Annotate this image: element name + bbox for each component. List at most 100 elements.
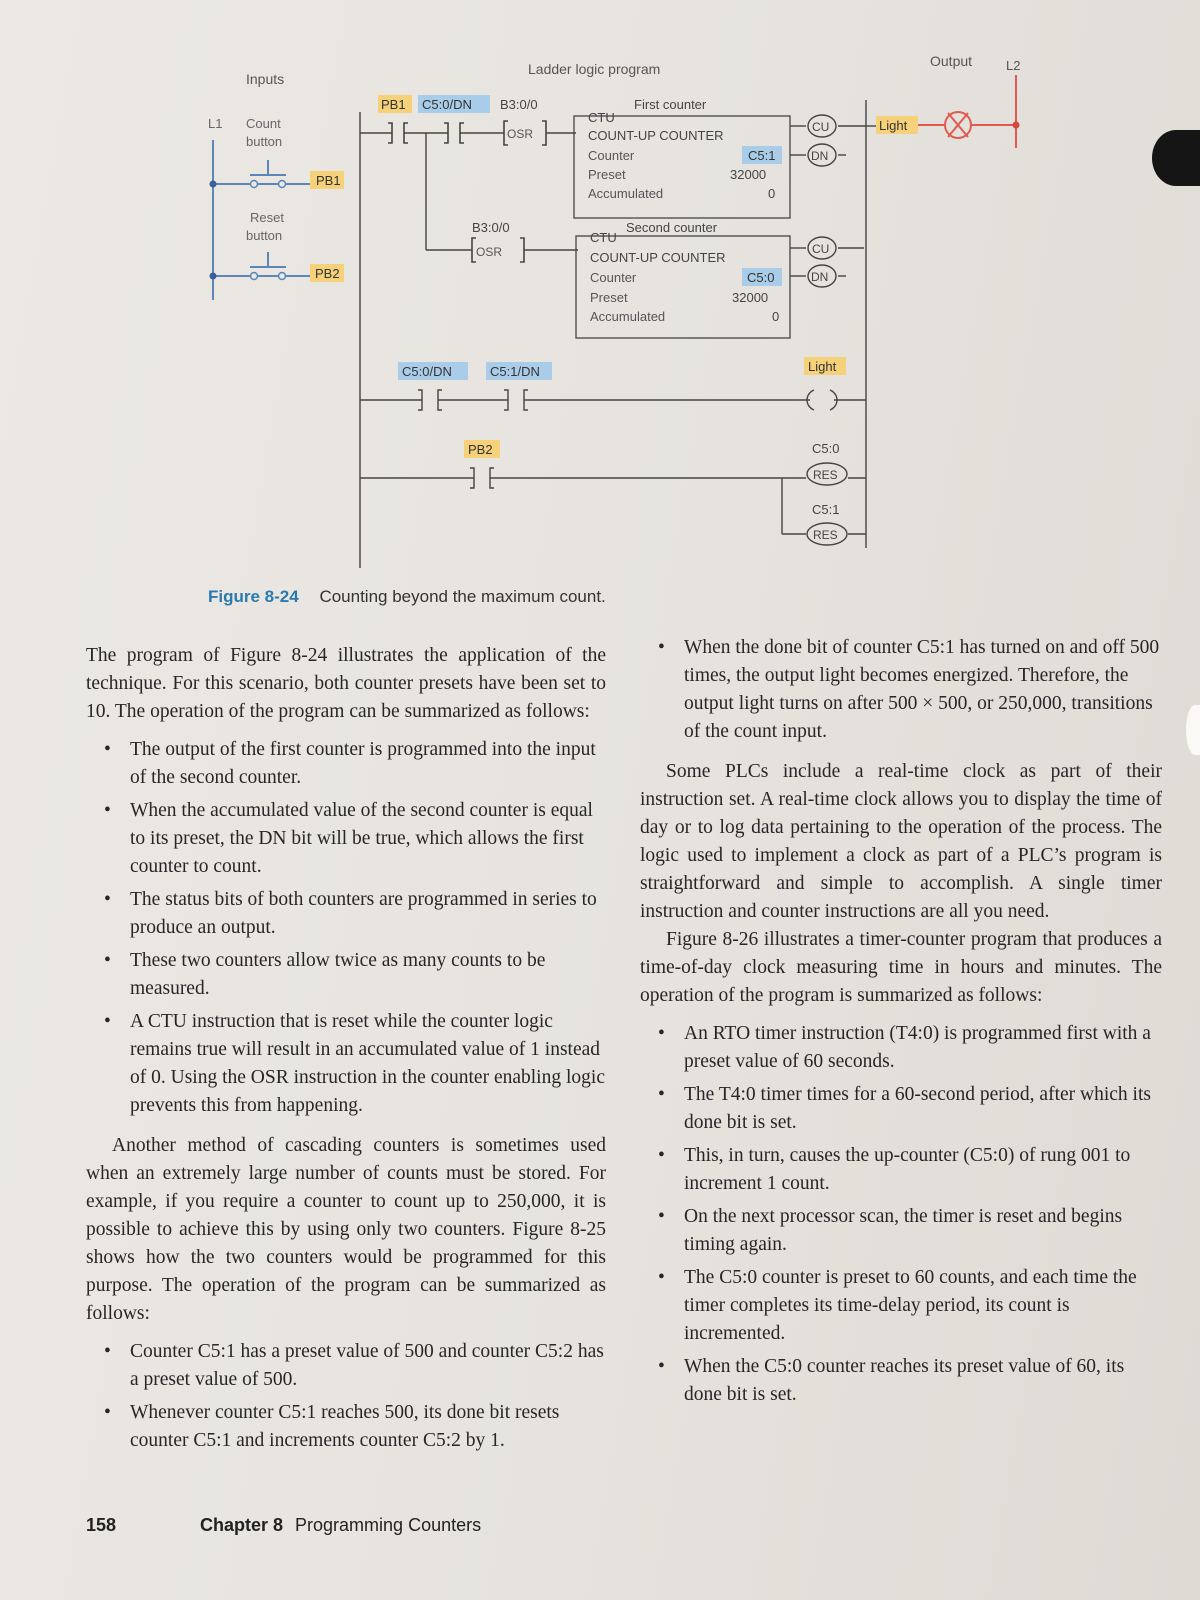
figure-caption: Figure 8-24 Counting beyond the maximum … — [208, 587, 606, 607]
input-terminals — [209, 180, 217, 280]
l2-terminal — [1012, 121, 1020, 129]
counter-label-2: Counter — [590, 270, 637, 285]
preset-label-1: Preset — [588, 167, 626, 182]
rung1-c50dn-tag: C5:0/DN — [422, 97, 472, 112]
rung3-c51dn-tag: C5:1/DN — [490, 364, 540, 379]
rung2-b300-tag: B3:0/0 — [472, 220, 510, 235]
paragraph: Figure 8-26 illustrates a timer-counter … — [640, 929, 1162, 1006]
chapter-title: Programming Counters — [295, 1515, 482, 1535]
list-item: On the next processor scan, the timer is… — [640, 1203, 1162, 1259]
list-item: An RTO timer instruction (T4:0) is progr… — [640, 1020, 1162, 1076]
accum-value-2: 0 — [772, 309, 779, 324]
rung1-c50dn-tag-bg — [418, 95, 490, 113]
l2-label: L2 — [1006, 58, 1020, 73]
bullet-list: The output of the first counter is progr… — [86, 736, 606, 1120]
inputs-label: Inputs — [246, 71, 284, 87]
preset-label-2: Preset — [590, 290, 628, 305]
counter-value-1: C5:1 — [748, 148, 775, 163]
figure-caption-text: Counting beyond the maximum count. — [319, 587, 606, 606]
list-item: The C5:0 counter is preset to 60 counts,… — [640, 1264, 1162, 1348]
output-lamp — [918, 75, 1017, 148]
input-wiring — [212, 140, 310, 300]
list-item: When the done bit of counter C5:1 has tu… — [640, 634, 1162, 746]
list-item: These two counters allow twice as many c… — [86, 947, 606, 1003]
rung3-c50dn-tag: C5:0/DN — [402, 364, 452, 379]
list-item: This, in turn, causes the up-counter (C5… — [640, 1142, 1162, 1198]
first-counter-title: First counter — [634, 97, 707, 112]
rung3-light-tag-bg — [804, 357, 846, 375]
counter-name-2: COUNT-UP COUNTER — [590, 250, 726, 265]
reset-button-label-1: Reset — [250, 210, 284, 225]
rung4-pb2-tag-bg — [464, 440, 500, 458]
preset-value-1: 32000 — [730, 167, 766, 182]
rung-3-wiring — [360, 389, 866, 411]
counter-coils — [807, 114, 837, 288]
rung-1-contacts — [388, 120, 547, 263]
light-output-tag: Light — [879, 118, 908, 133]
preset-value-2: 32000 — [732, 290, 768, 305]
accum-label-2: Accumulated — [590, 309, 665, 324]
rung3-tag1-bg — [398, 362, 468, 380]
accum-label-1: Accumulated — [588, 186, 663, 201]
bullet-list: An RTO timer instruction (T4:0) is progr… — [640, 1020, 1162, 1409]
osr-2: OSR — [476, 245, 502, 259]
left-column: The program of Figure 8-24 illustrates t… — [86, 642, 606, 1467]
page-number: 158 — [86, 1515, 117, 1535]
first-counter-block: First counter CTU COUNT-UP COUNTER Count… — [573, 97, 791, 219]
list-item: A CTU instruction that is reset while th… — [86, 1008, 606, 1120]
list-item: The output of the first counter is progr… — [86, 736, 606, 792]
list-item: When the accumulated value of the second… — [86, 797, 606, 881]
chapter-label: Chapter 8 — [200, 1515, 284, 1535]
pb2-input-tag: PB2 — [315, 266, 340, 281]
rung-4-wiring — [360, 462, 866, 546]
rung-1-wiring — [360, 125, 878, 277]
rung3-light-tag: Light — [808, 359, 837, 374]
counter-name-1: COUNT-UP COUNTER — [588, 128, 724, 143]
running-footer: Chapter 8 Programming Counters — [200, 1515, 481, 1536]
rung1-pb1-tag-bg — [378, 95, 412, 113]
paragraph: Another method of cascading counters is … — [86, 1135, 606, 1324]
counter-value-2: C5:0 — [747, 270, 774, 285]
program-label: Ladder logic program — [528, 61, 660, 77]
res2-tag: C5:1 — [812, 502, 839, 517]
res-coil-1: RES — [813, 468, 838, 482]
paragraph: The program of Figure 8-24 illustrates t… — [86, 645, 606, 722]
list-item: Whenever counter C5:1 reaches 500, its d… — [86, 1399, 606, 1455]
list-item: Counter C5:1 has a preset value of 500 a… — [86, 1338, 606, 1394]
l1-label: L1 — [208, 116, 222, 131]
ctu-label-1: CTU — [588, 110, 615, 125]
rung3-tag2-bg — [486, 362, 552, 380]
bullet-list: Counter C5:1 has a preset value of 500 a… — [86, 1338, 606, 1455]
list-item: The T4:0 timer times for a 60-second per… — [640, 1081, 1162, 1137]
binder-hole — [1152, 130, 1200, 186]
pb1-tag-bg — [310, 171, 344, 189]
cu-coil-1: CU — [812, 120, 829, 134]
pb2-tag-bg — [310, 264, 344, 282]
accum-value-1: 0 — [768, 186, 775, 201]
right-column: When the done bit of counter C5:1 has tu… — [640, 634, 1162, 1421]
osr-1: OSR — [507, 127, 533, 141]
output-label: Output — [930, 53, 972, 69]
ladder-rails — [359, 100, 867, 568]
second-counter-title: Second counter — [626, 220, 718, 235]
counter-label-1: Counter — [588, 148, 635, 163]
bullet-list: When the done bit of counter C5:1 has tu… — [640, 634, 1162, 746]
figure-label: Figure 8-24 — [208, 587, 299, 606]
light-output-tag-bg — [876, 116, 918, 134]
dn-coil-2: DN — [811, 270, 828, 284]
res1-tag: C5:0 — [812, 441, 839, 456]
ctu-label-2: CTU — [590, 230, 617, 245]
rung1-pb1-tag: PB1 — [381, 97, 406, 112]
list-item: When the C5:0 counter reaches its preset… — [640, 1353, 1162, 1409]
pb1-input-tag: PB1 — [316, 173, 341, 188]
second-counter-block: Second counter CTU COUNT-UP COUNTER Coun… — [575, 220, 791, 339]
rung1-b300-tag: B3:0/0 — [500, 97, 538, 112]
count-button-label-1: Count — [246, 116, 281, 131]
cu-coil-2: CU — [812, 242, 829, 256]
res-coil-2: RES — [813, 528, 838, 542]
list-item: The status bits of both counters are pro… — [86, 886, 606, 942]
count-button-label-2: button — [246, 134, 282, 149]
binder-hole-lower — [1186, 705, 1200, 755]
reset-button-label-2: button — [246, 228, 282, 243]
